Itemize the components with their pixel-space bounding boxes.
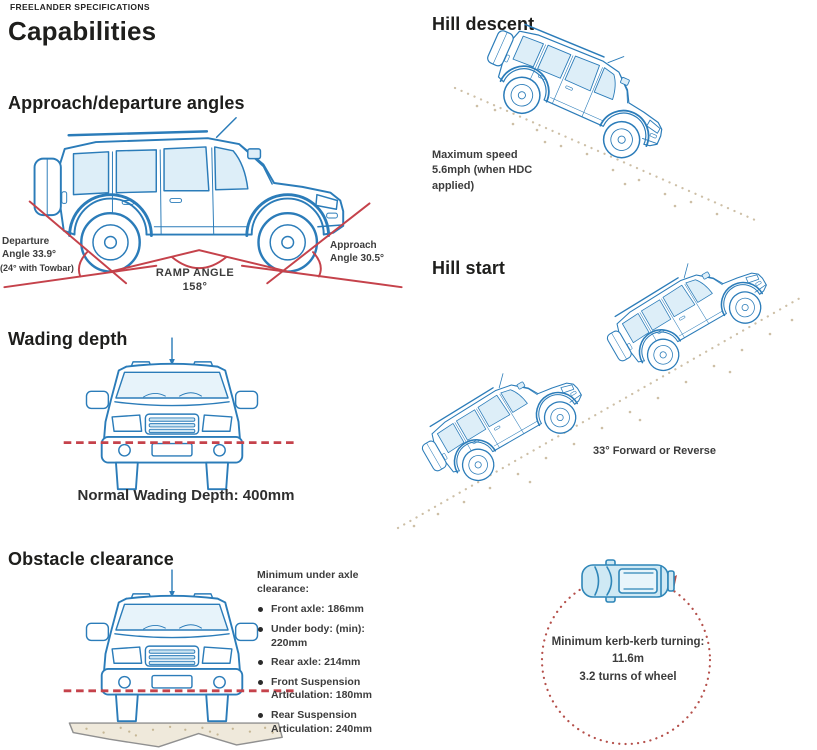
hill-start-diagram bbox=[396, 234, 802, 530]
list-item: Under body: (min): 220mm bbox=[257, 623, 399, 650]
hill-descent-car bbox=[470, 5, 686, 171]
turning-caption-line1: Minimum kerb-kerb turning: bbox=[551, 636, 705, 648]
turning-circle-caption: Minimum kerb-kerb turning: 11.6m 3.2 tur… bbox=[523, 634, 733, 686]
axle-clearance-list: Front axle: 186mm Under body: (min): 220… bbox=[257, 603, 399, 736]
hill-descent-caption-line3: applied) bbox=[432, 179, 475, 192]
ramp-angle-value: 158° bbox=[182, 281, 208, 294]
freelander-specifications-label: FREELANDER SPECIFICATIONS bbox=[10, 2, 150, 12]
hill-descent-heading: Hill descent bbox=[432, 14, 535, 34]
ramp-angle-label-block: RAMP ANGLE 158° bbox=[135, 266, 255, 295]
approach-angle-line2: Angle 30.5° bbox=[330, 252, 385, 264]
ground-texture-dots bbox=[85, 725, 274, 737]
towbar-note: (24° with Towbar) bbox=[0, 263, 74, 273]
approach-section-heading: Approach/departure angles bbox=[8, 93, 245, 113]
capabilities-title: Capabilities bbox=[8, 16, 157, 46]
departure-angle-line1: Departure bbox=[2, 236, 50, 247]
slope-texture-dots bbox=[475, 104, 719, 216]
wading-depth-caption: Normal Wading Depth: 400mm bbox=[77, 487, 295, 504]
slope-texture-dots bbox=[412, 318, 794, 528]
hill-descent-diagram bbox=[453, 5, 757, 222]
departure-angle-line2: Angle 33.9° bbox=[2, 248, 57, 260]
departure-angle-label: Departure Angle 33.9° bbox=[2, 236, 56, 261]
obstacle-car-diagram bbox=[63, 569, 294, 748]
wading-section-heading: Wading depth bbox=[8, 329, 128, 349]
turning-caption-line2: 11.6m bbox=[612, 653, 644, 666]
hill-descent-caption: Maximum speed 5.6mph (when HDC applied) bbox=[432, 148, 532, 194]
approach-angle-line1: Approach bbox=[330, 240, 377, 251]
obstacle-section-heading: Obstacle clearance bbox=[8, 549, 174, 569]
hill-descent-caption-line2: 5.6mph (when HDC bbox=[432, 164, 533, 177]
hill-start-caption: 33° Forward or Reverse bbox=[593, 445, 717, 457]
turning-caption-line3: 3.2 turns of wheel bbox=[579, 670, 677, 683]
hill-start-car-lower bbox=[408, 344, 595, 500]
list-item: Rear Suspension Articulation: 240mm bbox=[257, 709, 399, 736]
list-item: Front axle: 186mm bbox=[257, 603, 399, 617]
hill-start-car-upper bbox=[593, 234, 780, 390]
axle-clearance-title-line2: clearance: bbox=[257, 582, 309, 595]
side-view-car-diagram bbox=[3, 116, 403, 289]
turning-circle-diagram: Minimum kerb-kerb turning: 11.6m 3.2 tur… bbox=[523, 548, 733, 750]
ramp-angle-label: RAMP ANGLE bbox=[155, 267, 235, 279]
hill-start-heading: Hill start bbox=[432, 258, 506, 278]
wading-car-diagram bbox=[63, 337, 294, 491]
approach-angle-label: Approach Angle 30.5° bbox=[330, 240, 384, 265]
list-item: Rear axle: 214mm bbox=[257, 656, 399, 670]
list-item: Front Suspension Articulation: 180mm bbox=[257, 676, 399, 703]
axle-clearance-block: Minimum under axle clearance: Front axle… bbox=[257, 569, 399, 742]
hill-descent-caption-line1: Maximum speed bbox=[432, 149, 518, 161]
axle-clearance-title-line1: Minimum under axle bbox=[257, 569, 359, 581]
turning-circle-art bbox=[540, 559, 712, 746]
axle-clearance-title: Minimum under axle clearance: bbox=[257, 569, 399, 596]
top-view-car bbox=[581, 559, 675, 603]
